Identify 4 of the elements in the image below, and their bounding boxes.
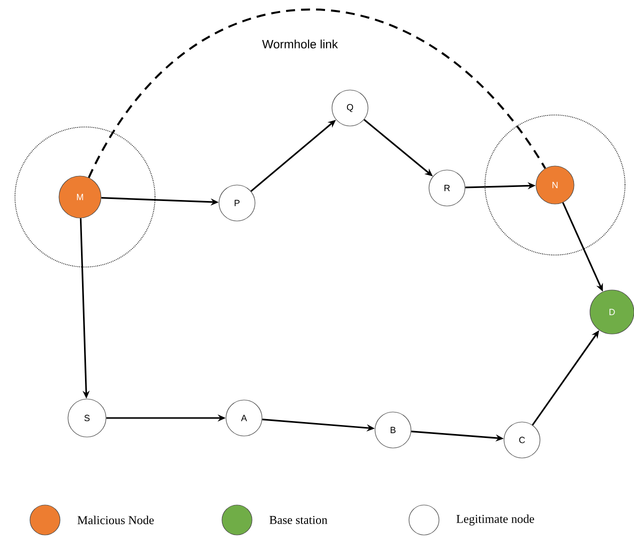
- edge-label: Wormhole link: [261, 38, 339, 50]
- legend-label: Legitimate node: [456, 514, 534, 526]
- legend-label: Base station: [270, 516, 328, 524]
- legend-label: Malicious Node: [78, 516, 154, 524]
